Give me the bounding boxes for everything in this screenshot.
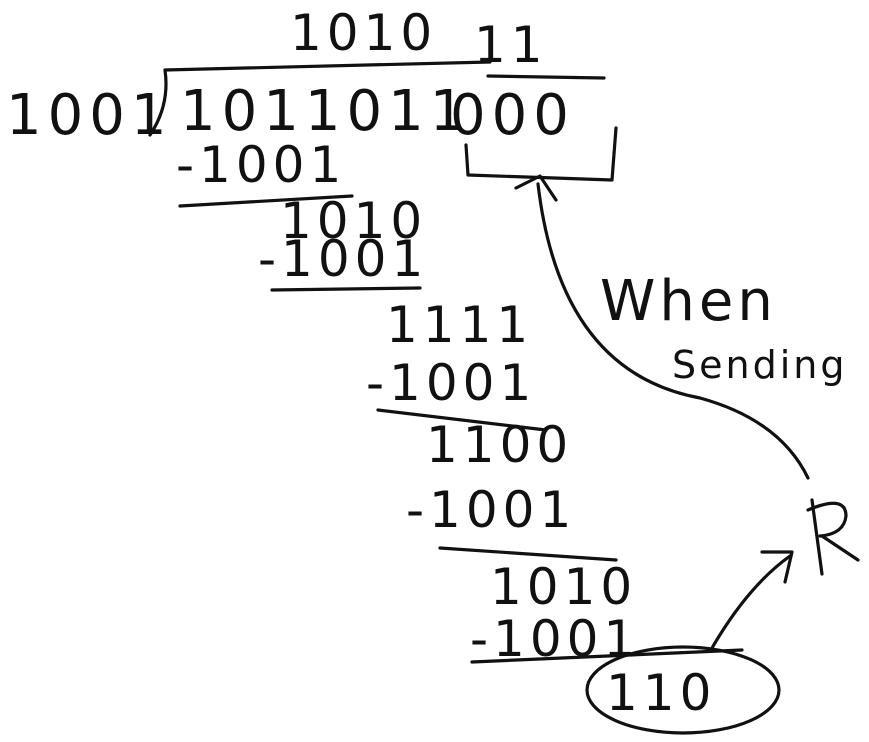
step-1-result: 1010 <box>280 192 427 250</box>
arrow-to-zeros <box>536 182 810 480</box>
division-bracket <box>148 60 492 137</box>
step-1-rule <box>178 194 354 208</box>
arrow-to-r <box>710 554 792 650</box>
dividend: 1011011 <box>180 79 471 144</box>
arrow-label-line2: Sending <box>672 343 847 387</box>
step-3-subtract: -1001 <box>366 354 536 412</box>
step-4-rule <box>438 546 618 562</box>
step-3-rule <box>376 408 548 432</box>
step-4-subtract: -1001 <box>406 481 576 539</box>
step-1-subtract: -1001 <box>176 136 346 194</box>
step-4-result: 1010 <box>490 558 637 616</box>
remainder: 110 <box>606 664 716 722</box>
quotient-tail-bar <box>486 74 606 80</box>
arrow-to-zeros-head <box>514 174 558 202</box>
divisor: 1001 <box>6 83 173 148</box>
r-letter <box>806 498 860 576</box>
arrow-label-line1: When <box>600 269 777 334</box>
step-2-subtract: -1001 <box>258 230 428 288</box>
appended-zeros: 000 <box>450 83 575 148</box>
quotient-tail: 11 <box>474 16 548 74</box>
step-2-rule <box>270 286 422 292</box>
step-5-rule <box>470 648 744 664</box>
quotient: 1010 <box>290 4 437 62</box>
step-3-result: 1100 <box>426 416 573 474</box>
arrow-to-r-head <box>760 550 794 584</box>
step-2-result: 1111 <box>386 296 533 354</box>
remainder-circle <box>585 645 781 735</box>
